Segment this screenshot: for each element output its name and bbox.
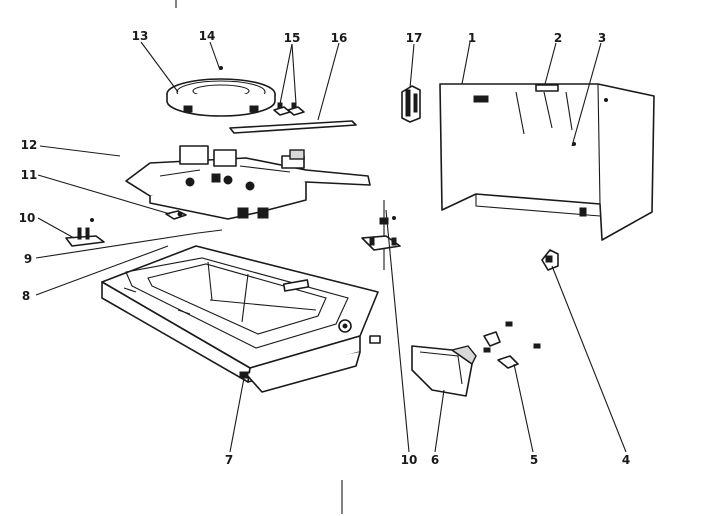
callout-6: 6	[431, 453, 439, 467]
callout-16: 16	[331, 31, 348, 45]
callout-17: 17	[406, 31, 423, 45]
callout-8: 8	[22, 289, 30, 303]
callout-11: 11	[21, 168, 38, 182]
base-tray	[101, 245, 381, 393]
callout-9: 9	[24, 252, 32, 266]
callout-4: 4	[622, 453, 630, 467]
callout-1: 1	[468, 31, 476, 45]
part-11-clip	[165, 210, 187, 220]
part-9-pin	[197, 229, 223, 234]
callout-3: 3	[598, 31, 606, 45]
callout-12: 12	[21, 138, 38, 152]
callout-10-right: 10	[401, 453, 418, 467]
part-16-bar	[229, 120, 357, 134]
part-5-clips	[483, 321, 541, 369]
part-15-brackets	[273, 102, 305, 116]
callout-10-left: 10	[19, 211, 36, 225]
callout-7: 7	[225, 453, 233, 467]
turntable-disc	[166, 66, 276, 117]
callout-14: 14	[199, 29, 216, 43]
mechanism-plate	[125, 145, 371, 220]
callout-5: 5	[530, 453, 538, 467]
leader-lines	[35, 41, 627, 453]
part-6-block	[411, 345, 477, 397]
part-10-left-bracket	[65, 218, 105, 247]
part-17-bracket	[401, 85, 421, 123]
callout-2: 2	[554, 31, 562, 45]
callout-13: 13	[132, 29, 149, 43]
callout-15: 15	[284, 31, 301, 45]
cover-panel	[439, 83, 655, 241]
part-4-knob	[541, 249, 559, 271]
part-10-right-spring	[361, 200, 401, 270]
